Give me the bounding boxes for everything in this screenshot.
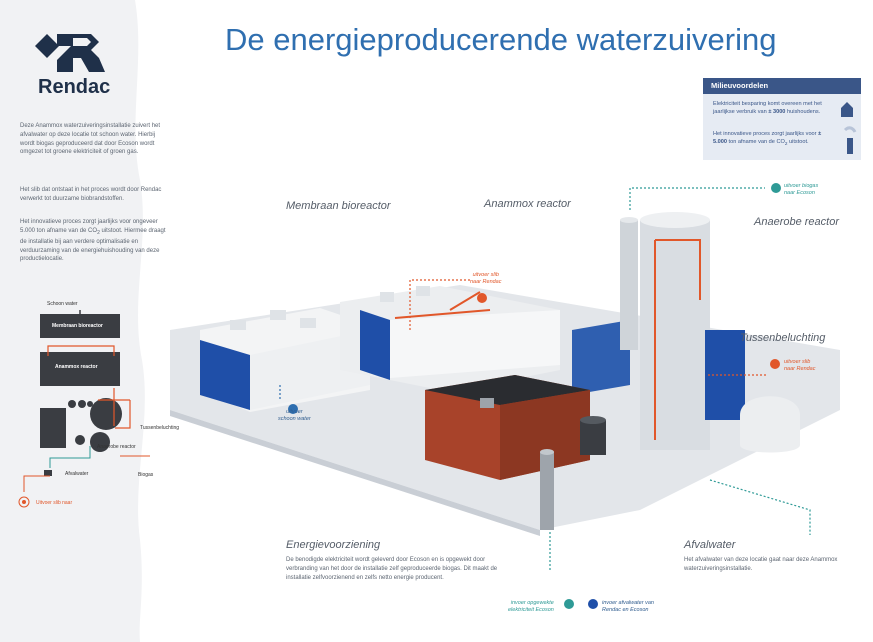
mini-label-afvalwater: Afvalwater bbox=[65, 471, 89, 477]
mini-label-membraan: Membraan bioreactor bbox=[52, 323, 103, 329]
electricity-icon bbox=[564, 599, 574, 609]
label-afvalwater: Afvalwater bbox=[684, 539, 736, 551]
mini-label-uitvoer-slib: Uitvoer slib naar bbox=[36, 500, 73, 506]
label-tussenbeluchting: Tussenbeluchting bbox=[740, 332, 826, 344]
milieuvoordelen-text-2: Het innovatieve proces zorgt jaarlijks v… bbox=[713, 131, 822, 147]
label-energievoorziening: Energievoorziening bbox=[286, 539, 381, 551]
afvalwater-text: Het afvalwater van deze locatie gaat naa… bbox=[684, 557, 838, 572]
mini-label-anammox: Anammox reactor bbox=[55, 364, 98, 370]
milieuvoordelen-heading: Milieuvoordelen bbox=[703, 78, 861, 94]
energievoorziening-text: De benodigde elektriciteit wordt gelever… bbox=[286, 557, 498, 581]
mini-process-diagram bbox=[18, 310, 150, 508]
house-icon bbox=[841, 102, 853, 117]
milieuvoordelen-text-1: Elektriciteit besparing komt overeen met… bbox=[713, 101, 822, 115]
chimney-icon bbox=[843, 126, 857, 154]
intro-paragraph-1: Deze Anammox waterzuiveringsinstallatie … bbox=[20, 123, 161, 156]
mini-label-tussenbeluchting: Tussenbeluchting bbox=[140, 425, 180, 431]
rendac-logo-icon bbox=[35, 34, 105, 72]
label-anammox-reactor: Anammox reactor bbox=[484, 198, 571, 210]
biogas-flame-icon bbox=[771, 183, 781, 193]
mini-label-anaerobe: Anaerobe reactor bbox=[97, 444, 136, 450]
intro-paragraph-2: Het slib dat ontstaat in het proces word… bbox=[20, 187, 162, 202]
slib-output-icon-1 bbox=[477, 293, 487, 303]
intro-paragraph-3: Het innovatieve proces zorgt jaarlijks v… bbox=[20, 219, 166, 263]
milieuvoordelen-panel: Milieuvoordelen Elektriciteit besparing … bbox=[703, 78, 861, 160]
mini-label-biogas: Biogas bbox=[138, 472, 154, 478]
logo-wordmark: Rendac bbox=[38, 76, 111, 98]
label-membraan-bioreactor: Membraan bioreactor bbox=[286, 200, 391, 212]
water-drop-icon-schoon bbox=[288, 404, 298, 414]
plant-illustration bbox=[170, 187, 840, 570]
slib-output-icon-2 bbox=[770, 359, 780, 369]
water-drop-icon-afval bbox=[588, 599, 598, 609]
mini-label-schoon-water: Schoon water bbox=[47, 301, 78, 307]
page-title: De energieproducerende waterzuivering bbox=[225, 22, 777, 57]
label-anaerobe-reactor: Anaerobe reactor bbox=[754, 216, 839, 228]
